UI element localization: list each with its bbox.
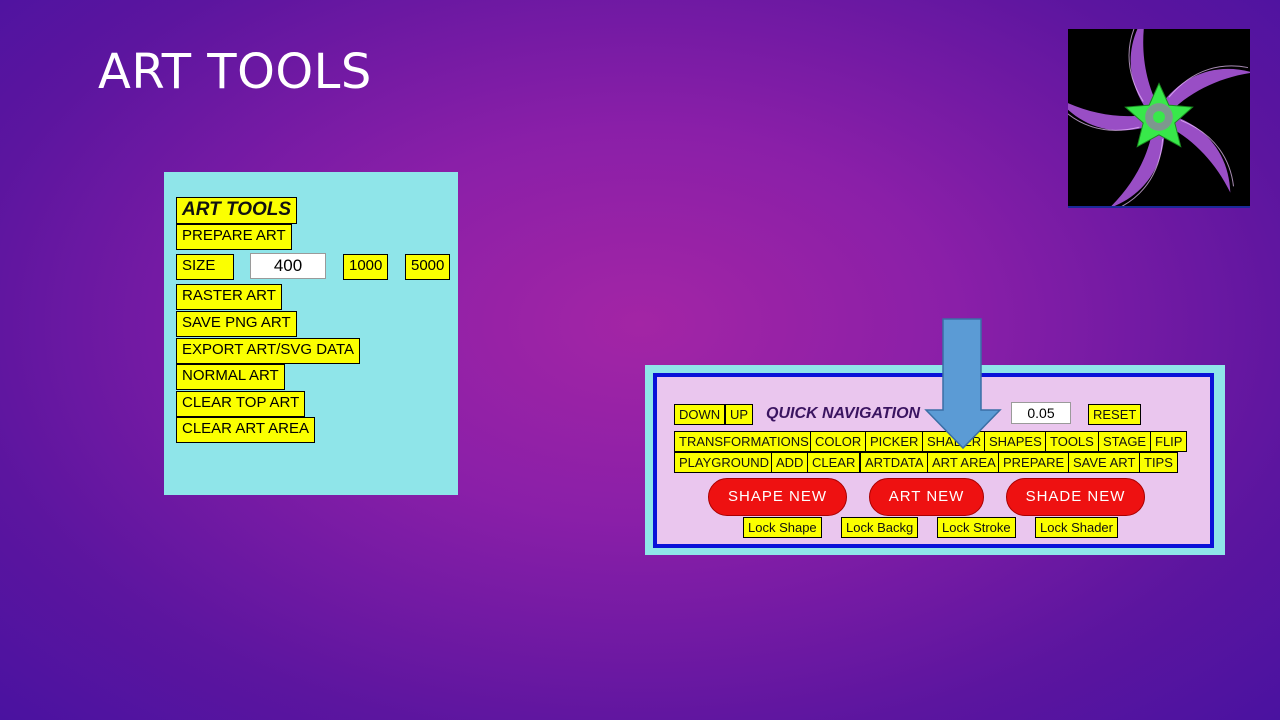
nav-save-art[interactable]: SAVE ART: [1068, 452, 1141, 473]
lock-shape-button[interactable]: Lock Shape: [743, 517, 822, 538]
slide-title: ART TOOLS: [98, 44, 372, 100]
export-art-svg-button[interactable]: EXPORT ART/SVG DATA: [176, 338, 360, 364]
nav-tips[interactable]: TIPS: [1139, 452, 1178, 473]
shape-new-button[interactable]: SHAPE NEW: [708, 478, 847, 516]
nav-art-area[interactable]: ART AREA: [927, 452, 1001, 473]
nav-color[interactable]: COLOR: [810, 431, 867, 452]
down-arrow-icon: [924, 318, 1002, 450]
art-swirl-icon: [1056, 13, 1253, 210]
art-tools-panel-title: ART TOOLS: [176, 197, 298, 224]
clear-art-area-button[interactable]: CLEAR ART AREA: [176, 417, 316, 443]
lock-shader-button[interactable]: Lock Shader: [1035, 517, 1118, 538]
size-5000-button[interactable]: 5000: [405, 254, 451, 280]
quick-navigation-title: QUICK NAVIGATION: [766, 405, 921, 422]
speed-input[interactable]: 0.05: [1011, 402, 1071, 424]
quick-navigation-panel: DOWN UP QUICK NAVIGATION e 0.05 RESET TR…: [645, 365, 1225, 555]
shade-new-button[interactable]: SHADE NEW: [1006, 478, 1145, 516]
size-1000-button[interactable]: 1000: [343, 254, 389, 280]
size-label: SIZE: [176, 254, 234, 280]
art-thumbnail: [1056, 13, 1253, 210]
prepare-art-button[interactable]: PREPARE ART: [176, 224, 292, 250]
nav-picker[interactable]: PICKER: [865, 431, 924, 452]
down-button[interactable]: DOWN: [674, 404, 726, 425]
quick-navigation-frame: DOWN UP QUICK NAVIGATION e 0.05 RESET TR…: [653, 373, 1214, 548]
nav-tools[interactable]: TOOLS: [1045, 431, 1099, 452]
nav-clear[interactable]: CLEAR: [807, 452, 861, 473]
nav-transformations[interactable]: TRANSFORMATIONS: [674, 431, 814, 452]
nav-prepare[interactable]: PREPARE: [998, 452, 1070, 473]
nav-stage[interactable]: STAGE: [1098, 431, 1152, 452]
normal-art-button[interactable]: NORMAL ART: [176, 364, 285, 390]
nav-playground[interactable]: PLAYGROUND: [674, 452, 775, 473]
size-input[interactable]: 400: [250, 253, 326, 279]
nav-flip[interactable]: FLIP: [1150, 431, 1188, 452]
lock-backg-button[interactable]: Lock Backg: [841, 517, 919, 538]
art-tools-panel: ART TOOLS PREPARE ART SIZE 400 1000 5000…: [164, 172, 458, 495]
nav-add[interactable]: ADD: [771, 452, 809, 473]
up-button[interactable]: UP: [725, 404, 754, 425]
reset-button[interactable]: RESET: [1088, 404, 1142, 425]
clear-top-art-button[interactable]: CLEAR TOP ART: [176, 391, 306, 417]
save-png-art-button[interactable]: SAVE PNG ART: [176, 311, 297, 337]
nav-artdata[interactable]: ARTDATA: [860, 452, 929, 473]
art-new-button[interactable]: ART NEW: [869, 478, 984, 516]
raster-art-button[interactable]: RASTER ART: [176, 284, 282, 310]
nav-shapes[interactable]: SHAPES: [984, 431, 1047, 452]
lock-stroke-button[interactable]: Lock Stroke: [937, 517, 1016, 538]
